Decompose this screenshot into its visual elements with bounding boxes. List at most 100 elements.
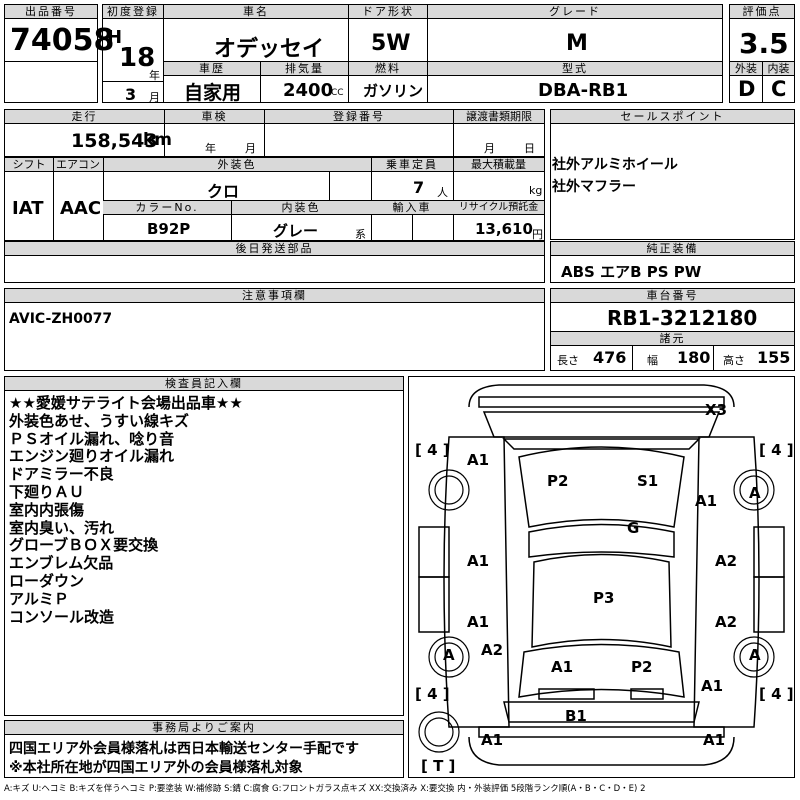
door-value: 5W xyxy=(371,31,411,56)
notes-value: AVIC-ZH0077 xyxy=(9,311,113,327)
later-parts-label: 後日発送部品 xyxy=(5,242,544,256)
remark-line: コンソール改造 xyxy=(9,607,115,626)
remark-line: 室内臭い、汚れ xyxy=(9,518,115,537)
remark-line: 室内内張傷 xyxy=(9,500,85,519)
fuel-label: 燃料 xyxy=(349,62,427,76)
score-box: 評価点 3.5 xyxy=(729,4,795,62)
mileage-label: 走行 xyxy=(5,110,164,124)
chassis-value: RB1-3212180 xyxy=(607,306,758,330)
mileage-value: 158,543 xyxy=(71,130,158,152)
recycle-label: リサイクル預託金 xyxy=(453,201,544,215)
interior-value: C xyxy=(771,77,787,101)
diag-a2: A2 xyxy=(715,613,738,631)
inspection-box: 車検 年 月 xyxy=(164,109,265,157)
grade-label: グレード xyxy=(428,5,722,19)
mileage-box: 走行 158,543 km xyxy=(4,109,172,157)
remark-line: アルミＰ xyxy=(9,589,69,608)
diag-wheel-a: A xyxy=(749,646,761,664)
car-name-label: 車名 xyxy=(164,5,348,19)
month-unit: 月 xyxy=(149,91,160,104)
office-line: 四国エリア外会員様落札は西日本輸送センター手配です xyxy=(9,741,359,757)
row3-box: シフト エアコン 外装色 乗車定員 最大積載量 IAT AAC クロ 7 人 k… xyxy=(4,157,545,241)
car-name: オデッセイ xyxy=(214,37,325,62)
int-color-value: グレー xyxy=(273,222,319,240)
diag-a2: A2 xyxy=(481,641,504,659)
sales-point: 社外マフラー xyxy=(552,179,636,195)
diag-a1: A1 xyxy=(703,731,726,749)
diag-bracket4: [ 4 ] xyxy=(415,685,450,703)
model-box: 型式 DBA-RB1 xyxy=(427,61,723,103)
shift-value: IAT xyxy=(12,198,44,219)
year-unit: 年 xyxy=(149,69,160,82)
history-value: 自家用 xyxy=(184,82,242,104)
remark-line: ローダウン xyxy=(9,571,85,590)
diag-bracket4: [ 4 ] xyxy=(415,441,450,459)
car-outline xyxy=(418,384,785,766)
ac-label: エアコン xyxy=(53,158,103,172)
height-label: 高さ xyxy=(723,354,745,367)
inspector-lines: ★★愛媛サテライト会場出品車★★ 外装色あせ、うすい線キズ ＰＳオイル漏れ、唸り… xyxy=(9,394,243,626)
diag-p3: P3 xyxy=(593,589,615,607)
ext-color-label: 外装色 xyxy=(103,158,371,172)
inspection-year: 年 xyxy=(205,142,216,155)
model-label: 型式 xyxy=(428,62,722,76)
load-unit: kg xyxy=(529,184,543,197)
displacement-label: 排気量 xyxy=(261,62,348,76)
equipment-box: 純正装備 ABS エアB PS PW xyxy=(550,241,795,283)
displacement-unit: CC xyxy=(331,88,344,98)
remark-line: 外装色あせ、うすい線キズ xyxy=(9,411,190,430)
lot-box: 出品番号 74058 xyxy=(4,4,114,62)
reg-month: 3 xyxy=(125,85,137,104)
transfer-month: 月 xyxy=(484,142,495,155)
diag-a1: A1 xyxy=(467,552,490,570)
equipment-label: 純正装備 xyxy=(551,242,794,256)
first-reg-label: 初度登録 xyxy=(103,5,163,19)
width-value: 180 xyxy=(677,348,711,367)
diag-a1: A1 xyxy=(467,451,490,469)
remark-line: エンブレム欠品 xyxy=(9,554,114,573)
diag-a1: A1 xyxy=(467,613,490,631)
chassis-label: 車台番号 xyxy=(551,289,794,303)
equipment-value: ABS エアB PS PW xyxy=(561,263,702,281)
office-label: 事務局よりご案内 xyxy=(5,721,403,735)
diag-s1: S1 xyxy=(637,472,659,490)
capacity-unit: 人 xyxy=(437,186,448,199)
width-label: 幅 xyxy=(647,354,658,367)
later-parts-box: 後日発送部品 xyxy=(4,241,545,283)
office-box: 事務局よりご案内 四国エリア外会員様落札は西日本輸送センター手配です ※本社所在… xyxy=(4,720,404,778)
import-label: 輸入車 xyxy=(371,201,453,215)
diag-bracket4: [ 4 ] xyxy=(759,441,794,459)
remark-line: ＰＳオイル漏れ、唸り音 xyxy=(9,429,175,448)
notes-box: 注意事項欄 AVIC-ZH0077 xyxy=(4,288,545,371)
diag-a1: A1 xyxy=(701,677,724,695)
interior-box: 内装 C xyxy=(762,61,795,103)
office-line: ※本社所在地が四国エリア外の会員様落札対象 xyxy=(9,760,303,776)
inspection-label: 車検 xyxy=(165,110,264,124)
recycle-value: 13,610 xyxy=(475,220,533,238)
displacement-value: 2400 xyxy=(283,80,334,101)
fuel-value: ガソリン xyxy=(363,82,424,100)
capacity-value: 7 xyxy=(413,178,425,197)
remark-line: エンジン廻りオイル漏れ xyxy=(9,447,175,466)
diag-p2: P2 xyxy=(631,658,653,676)
regno-label: 登録番号 xyxy=(265,110,453,124)
inspector-label: 検査員記入欄 xyxy=(5,377,403,391)
remark-line: 下廻りＡＵ xyxy=(9,482,85,501)
height-value: 155 xyxy=(757,348,791,367)
diag-a2: A2 xyxy=(715,552,738,570)
model-value: DBA-RB1 xyxy=(538,80,629,101)
int-color-unit: 系 xyxy=(355,228,366,241)
notes-label: 注意事項欄 xyxy=(5,289,544,303)
legend: A:キズ U:ヘコミ B:キズを伴うヘコミ P:要塗装 W:補修跡 S:錆 C:… xyxy=(4,784,646,794)
displacement-box: 排気量 2400 CC xyxy=(260,61,349,103)
sales-label: セールスポイント xyxy=(551,110,794,124)
colorno-value: B92P xyxy=(147,220,191,238)
diag-wheel-a: A xyxy=(443,646,455,664)
specs-label: 諸元 xyxy=(551,332,794,346)
recycle-unit: 円 xyxy=(532,228,543,241)
car-diagram: X3 [ 4 ] [ 4 ] A1 P2 S1 A1 A G A1 A2 P3 … xyxy=(408,376,795,778)
lot-blank xyxy=(4,61,98,103)
score-label: 評価点 xyxy=(730,5,794,19)
transfer-box: 譲渡書類期限 月 日 xyxy=(453,109,545,157)
first-reg-box: 初度登録 H 18 年 3 月 xyxy=(102,4,164,104)
